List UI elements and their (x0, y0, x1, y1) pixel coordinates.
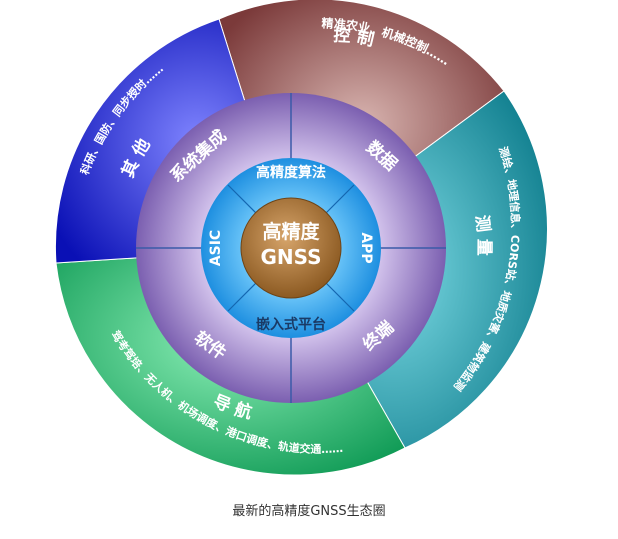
svg-text:测量: 测量 (471, 214, 495, 262)
gnss-ecosystem-diagram: 高精度 GNSS 高精度算法 嵌入式平台 ASIC APP 系统集成 数据 终端… (54, 0, 548, 476)
inner-label-right: APP (358, 232, 374, 263)
inner-label-left: ASIC (208, 230, 224, 266)
inner-label-bottom: 嵌入式平台 (256, 316, 326, 333)
figure-caption: 最新的高精度GNSS生态圈 (232, 504, 386, 519)
inner-label-top: 高精度算法 (256, 164, 326, 181)
core-line2: GNSS (260, 245, 321, 269)
core-line1: 高精度 (262, 220, 320, 243)
core-circle (240, 197, 342, 299)
outer-title-right: 测量 (471, 214, 489, 262)
